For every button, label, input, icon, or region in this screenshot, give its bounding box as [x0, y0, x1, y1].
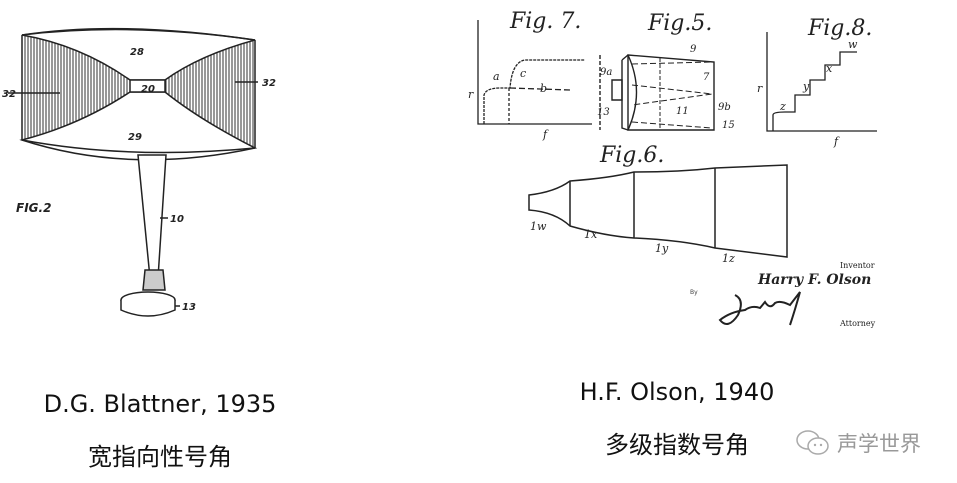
fig8-label-x: x	[826, 62, 833, 75]
fig7-label-c: c	[520, 67, 526, 80]
fig2-label: FIG.2	[16, 201, 51, 215]
fig5-label-13: 13	[597, 107, 610, 118]
fig7-label-a: a	[493, 70, 500, 83]
attorney-label: Attorney	[839, 319, 876, 328]
label-10: 10	[170, 214, 184, 225]
watermark: 声学世界	[795, 428, 921, 458]
inventor-label: Inventor	[840, 261, 875, 270]
fig7-label-f: f	[542, 128, 549, 141]
label-29: 29	[128, 132, 142, 143]
label-32-right: 32	[262, 78, 276, 89]
olson-caption-cn: 多级指数号角	[605, 431, 749, 459]
fig5-label-9a: 9a	[600, 67, 612, 78]
fig5-label-15: 15	[722, 120, 735, 131]
inventor-name: Harry F. Olson	[757, 272, 871, 288]
fig6-label-1y: 1y	[655, 242, 669, 255]
fig8-drawing	[766, 32, 877, 132]
by-label: By	[690, 289, 698, 296]
fig8-label-r: r	[757, 82, 763, 95]
fig5-label-7: 7	[703, 72, 710, 83]
blattner-horn-drawing	[8, 27, 258, 317]
wechat-icon	[796, 430, 829, 455]
watermark-text: 声学世界	[837, 432, 921, 456]
fig8-label-f: f	[833, 135, 840, 148]
fig7-title: Fig. 7.	[509, 9, 581, 34]
blattner-caption-cn: 宽指向性号角	[88, 443, 232, 471]
fig7-label-r: r	[468, 88, 474, 101]
fig7-label-b: b	[540, 82, 547, 95]
fig5-label-9b: 9b	[718, 102, 731, 113]
fig6-title: Fig.6.	[599, 143, 664, 168]
label-28: 28	[130, 47, 144, 58]
attorney-signature	[718, 291, 801, 326]
olson-caption-name: H.F. Olson, 1940	[579, 378, 775, 406]
fig8-label-z: z	[779, 100, 786, 113]
fig6-label-1z: 1z	[722, 252, 735, 265]
fig5-label-11: 11	[676, 106, 689, 117]
fig5-drawing	[599, 54, 715, 131]
label-13: 13	[182, 302, 196, 313]
fig6-drawing	[528, 164, 788, 258]
fig8-label-w: w	[848, 38, 858, 51]
fig6-label-1w: 1w	[530, 220, 547, 233]
fig5-title: Fig.5.	[647, 11, 712, 36]
fig8-label-y: y	[802, 80, 810, 93]
fig5-label-9: 9	[690, 44, 697, 55]
label-32-left: 32	[2, 89, 16, 100]
fig6-label-1x: 1x	[584, 228, 598, 241]
fig7-drawing	[477, 20, 592, 125]
blattner-caption-name: D.G. Blattner, 1935	[43, 390, 277, 418]
label-20: 20	[141, 84, 155, 95]
fig8-title: Fig.8.	[807, 16, 872, 41]
